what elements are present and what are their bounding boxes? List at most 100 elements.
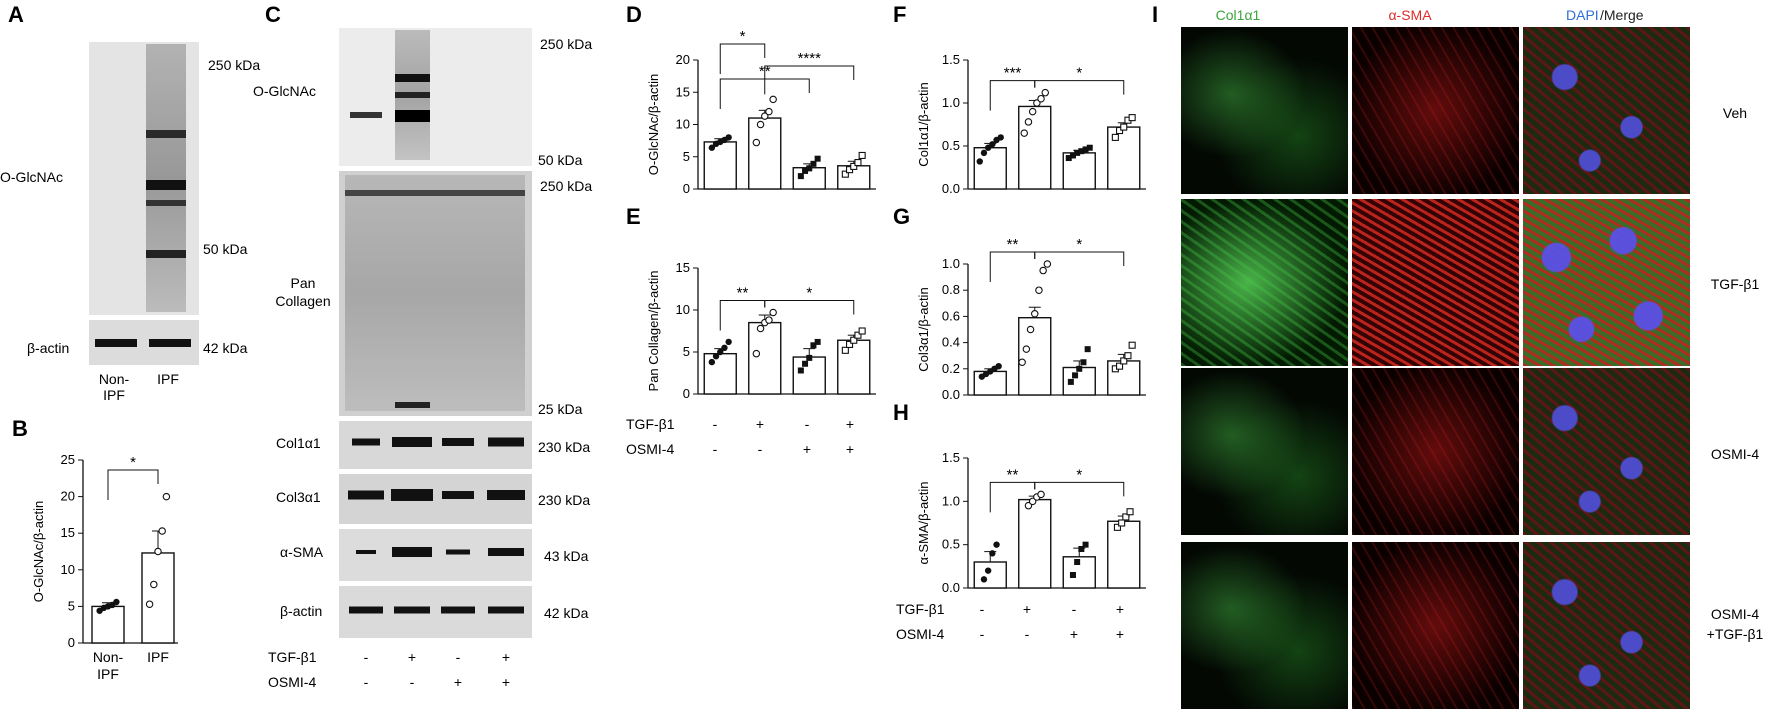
y-tick-label: 0.5 [942,138,960,153]
blot-c-band-rows [348,437,525,614]
blot-c-band [392,437,432,447]
y-tick-label: 0.0 [942,580,960,595]
data-point [1035,286,1043,294]
blot-a-lane-label: IPF [157,371,179,387]
data-point [1020,129,1028,137]
y-tick-label: 0.4 [942,335,960,350]
significance-label: * [1076,236,1082,253]
data-point [1124,352,1132,360]
data-point [797,367,804,374]
panel-letter-g: G [893,204,910,229]
data-point [725,338,732,346]
data-point [984,567,992,574]
data-point [802,167,809,174]
blot-c-band [395,74,430,82]
data-point [1069,152,1076,159]
data-point [1037,94,1045,103]
micro-image-merge [1523,199,1690,366]
y-tick-label: 10 [61,562,75,577]
y-tick-label: 10 [676,302,690,317]
blot-c-marker-230-col3: 230 kDa [538,492,590,508]
blot-c-marker-250: 250 kDa [540,178,592,194]
blot-a-ipf-smear [146,44,186,312]
data-point [1028,497,1037,506]
y-tick-label: 1.0 [942,95,960,110]
y-tick-label: 0.6 [942,308,960,323]
treatment-sign: - [1072,601,1077,617]
bar [973,370,1007,396]
blot-a-actin-band [95,339,137,347]
treatment-sign: + [1116,601,1124,617]
blot-c-collagen-smear [345,175,525,411]
data-point [797,173,804,180]
y-tick-label: 0.2 [942,361,960,376]
significance-bracket [1034,251,1125,266]
data-point [1082,146,1089,153]
y-tick-label: 15 [676,260,690,275]
y-axis-label: O-GlcNAc/β-actin [646,74,661,175]
blot-c-band [442,491,474,499]
blot-c-marker-50: 50 kDa [538,152,583,168]
significance-label: * [130,454,136,471]
significance-label: ** [737,285,749,302]
y-axis-label: Col3α1/β-actin [916,287,931,371]
data-point [708,144,716,151]
blot-c-band [391,489,433,501]
blot-c-label-pan-collagen-line: Collagen [275,293,330,309]
bar [141,552,175,644]
blot-a-lane-label: IPF [103,387,125,403]
treatment-sign: + [1023,601,1031,617]
y-axis-label: O-GlcNAc/β-actin [31,501,46,602]
panel-letter-f: F [893,2,906,27]
blot-c-marker-25: 25 kDa [538,401,583,417]
blot-a: O-GlcNAc β-actin 250 kDa 50 kDa 42 kDa N… [0,42,260,403]
data-point [1128,341,1136,349]
blot-c-band [488,437,524,447]
blot-c-marker-43: 43 kDa [544,548,589,564]
panel-letter-d: D [626,2,642,27]
significance-bracket [719,78,810,109]
treatment-sign: + [1116,626,1124,642]
significance-label: * [806,285,812,302]
y-tick-label: 0.0 [942,181,960,196]
data-point [814,155,821,162]
micro-image-col1a1 [1181,542,1348,709]
micro-image-col1a1 [1181,27,1348,194]
panel-letter-c: C [265,2,281,27]
data-point [756,120,765,129]
data-point [841,346,849,354]
blot-a-band [146,200,186,206]
blot-c-band [487,490,525,500]
y-tick-label: 0.8 [942,282,960,297]
data-point [725,134,732,141]
micro-image-asma [1352,542,1519,709]
panel-letter-i: I [1152,2,1158,27]
micro-row-label: OSMI-4 [1711,606,1759,622]
significance-label: * [1076,466,1082,483]
micro-image-asma [1352,199,1519,366]
blot-c-marker-250-top: 250 kDa [540,36,592,52]
data-point [712,353,720,360]
blot-a-marker-250: 250 kDa [208,57,260,73]
data-point [765,316,773,324]
treatment-sign: + [756,416,764,432]
data-point [845,340,854,348]
treatment-sign: + [846,416,854,432]
micro-col-col1a1: Col1α1 [1216,7,1261,23]
data-point [721,344,728,351]
micro-image-col1a1 [1181,368,1348,535]
data-point [1080,359,1087,366]
treatment-label: OSMI-4 [896,626,944,642]
data-point [162,492,171,501]
data-point [854,331,862,339]
significance-label: ** [1007,466,1019,483]
data-point [1118,519,1126,527]
data-point [1126,508,1134,516]
x-tick-label: IPF [97,666,119,682]
treatment-sign: + [846,441,854,457]
data-point [154,547,162,556]
significance-bracket [107,469,159,500]
y-tick-label: 20 [61,489,75,504]
blot-c-band [446,549,470,555]
